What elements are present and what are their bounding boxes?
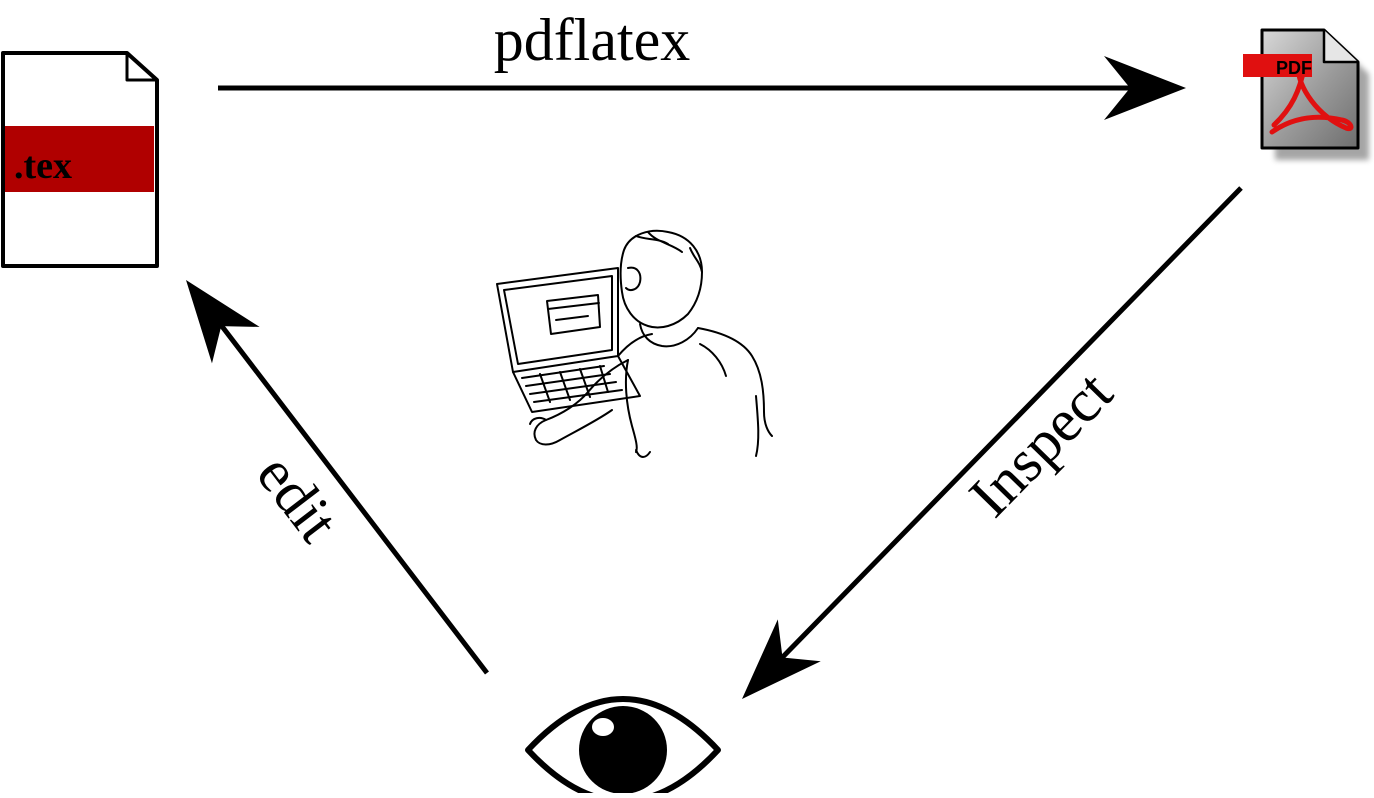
eye-icon [525, 696, 721, 798]
pdf-badge [1243, 54, 1312, 77]
tex-file-label: .tex [14, 145, 72, 187]
tex-file-icon: .tex [1, 51, 159, 268]
tex-band [5, 126, 154, 192]
compile-arrow-label: pdflatex [494, 7, 691, 73]
inspect-arrow [742, 186, 1243, 699]
pdf-badge-label: PDF [1276, 58, 1312, 78]
compile-arrow [218, 56, 1186, 120]
edit-arrow [186, 280, 489, 675]
inspect-arrow-label: Inspect [957, 359, 1125, 529]
edit-arrow-label: edit [244, 442, 351, 554]
person-at-laptop-icon [496, 229, 773, 458]
pdf-file-icon: PDF [1243, 28, 1369, 160]
